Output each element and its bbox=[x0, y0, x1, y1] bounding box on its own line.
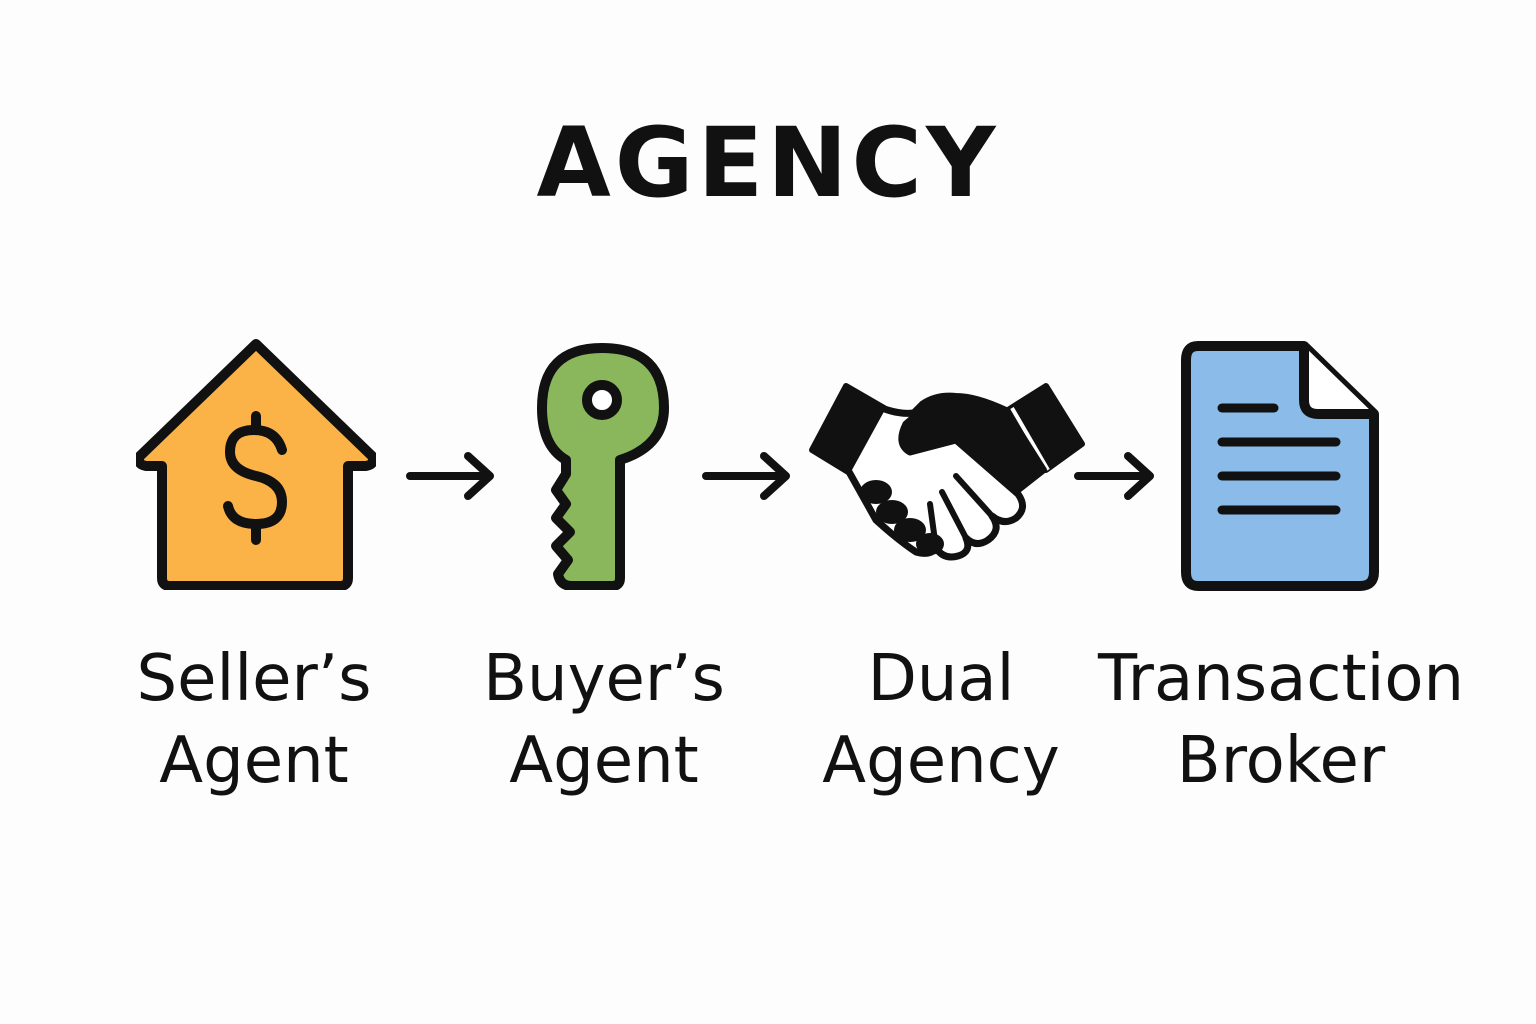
step-label-line: Dual bbox=[867, 642, 1015, 716]
step-label-line: Seller’s bbox=[136, 642, 372, 716]
diagram-title: AGENCY bbox=[536, 107, 1000, 219]
step-label-line: Agency bbox=[822, 724, 1060, 798]
arrow-right-icon bbox=[702, 450, 794, 502]
step-label-line: Buyer’s bbox=[483, 642, 725, 716]
house-dollar-icon bbox=[136, 338, 376, 590]
arrow-right-icon bbox=[406, 450, 498, 502]
step-label-transaction-broker: Transaction Broker bbox=[1086, 638, 1476, 802]
document-icon bbox=[1180, 340, 1380, 592]
key-icon bbox=[536, 342, 670, 590]
arrow-right-icon bbox=[1074, 450, 1158, 502]
step-label-sellers-agent: Seller’s Agent bbox=[96, 638, 412, 802]
step-label-line: Transaction bbox=[1097, 642, 1465, 716]
step-label-line: Agent bbox=[159, 724, 349, 798]
handshake-icon bbox=[806, 380, 1088, 562]
step-label-line: Agent bbox=[509, 724, 699, 798]
step-label-buyers-agent: Buyer’s Agent bbox=[446, 638, 762, 802]
step-label-dual-agency: Dual Agency bbox=[796, 638, 1086, 802]
step-label-line: Broker bbox=[1176, 724, 1386, 798]
